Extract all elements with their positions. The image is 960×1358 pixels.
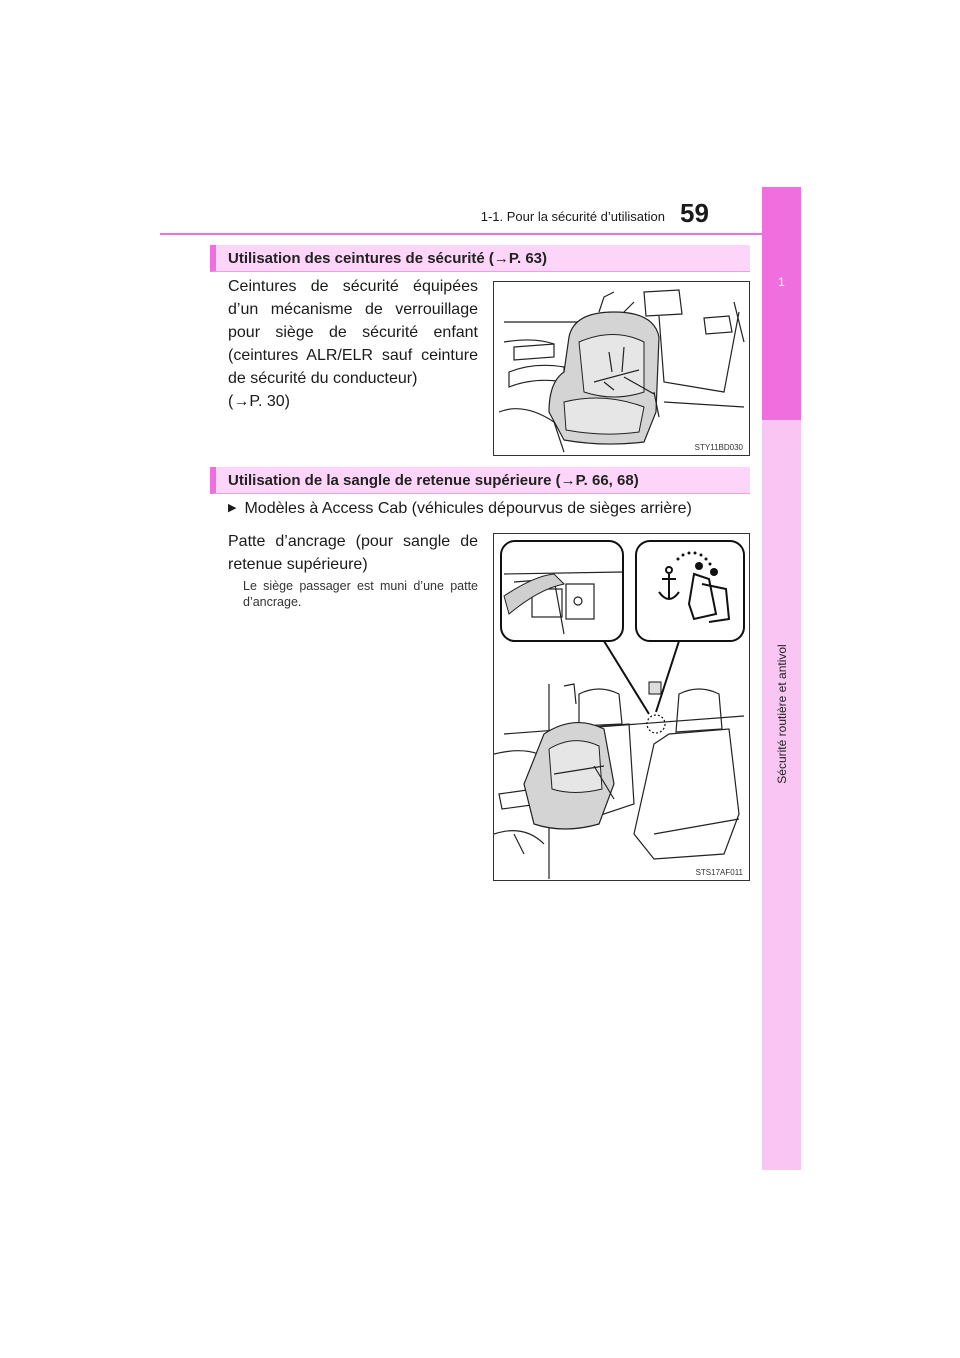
section-heading-text: Utilisation des ceintures de sécurité (→… bbox=[228, 250, 547, 267]
anchor-description: Patte d’ancrage (pour sangle de retenue … bbox=[228, 533, 478, 573]
figure-code: STY11BD030 bbox=[694, 443, 743, 452]
figure-code: STS17AF011 bbox=[695, 868, 743, 877]
top-tether-figure: STS17AF011 bbox=[493, 533, 750, 881]
chapter-title: Sécurité routière et antivol bbox=[775, 644, 789, 784]
section-heading-seatbelts: Utilisation des ceintures de sécurité (→… bbox=[210, 245, 750, 272]
chapter-side-tab: 1 Sécurité routière et antivol bbox=[762, 187, 801, 1170]
chapter-number: 1 bbox=[778, 275, 785, 289]
top-tether-illustration bbox=[494, 540, 745, 879]
chapter-number-block: 1 bbox=[762, 187, 801, 420]
seatbelt-page-ref: (→P. 30) bbox=[228, 393, 290, 410]
seatbelt-description: Ceintures de sécurité équipées d’un méca… bbox=[228, 275, 478, 413]
seatbelt-description-text: Ceintures de sécurité équipées d’un méca… bbox=[228, 278, 478, 387]
child-seat-illustration bbox=[498, 289, 745, 453]
section-heading-text: Utilisation de la sangle de retenue supé… bbox=[228, 472, 639, 489]
child-seat-figure: STY11BD030 bbox=[493, 281, 750, 456]
model-bullet-text: Modèles à Access Cab (véhicules dépourvu… bbox=[244, 500, 692, 517]
section-heading-top-tether: Utilisation de la sangle de retenue supé… bbox=[210, 467, 750, 494]
model-bullet: ▶ Modèles à Access Cab (véhicules dépourv… bbox=[228, 500, 692, 518]
anchor-note: Le siège passager est muni d’une patte d… bbox=[243, 579, 478, 609]
header-rule bbox=[160, 233, 801, 235]
running-header-text: 1-1. Pour la sécurité d’utilisation bbox=[480, 209, 665, 224]
running-header: 1-1. Pour la sécurité d’utilisation bbox=[481, 209, 665, 224]
page-number: 59 bbox=[680, 198, 709, 228]
bullet-triangle-icon: ▶ bbox=[228, 502, 237, 514]
